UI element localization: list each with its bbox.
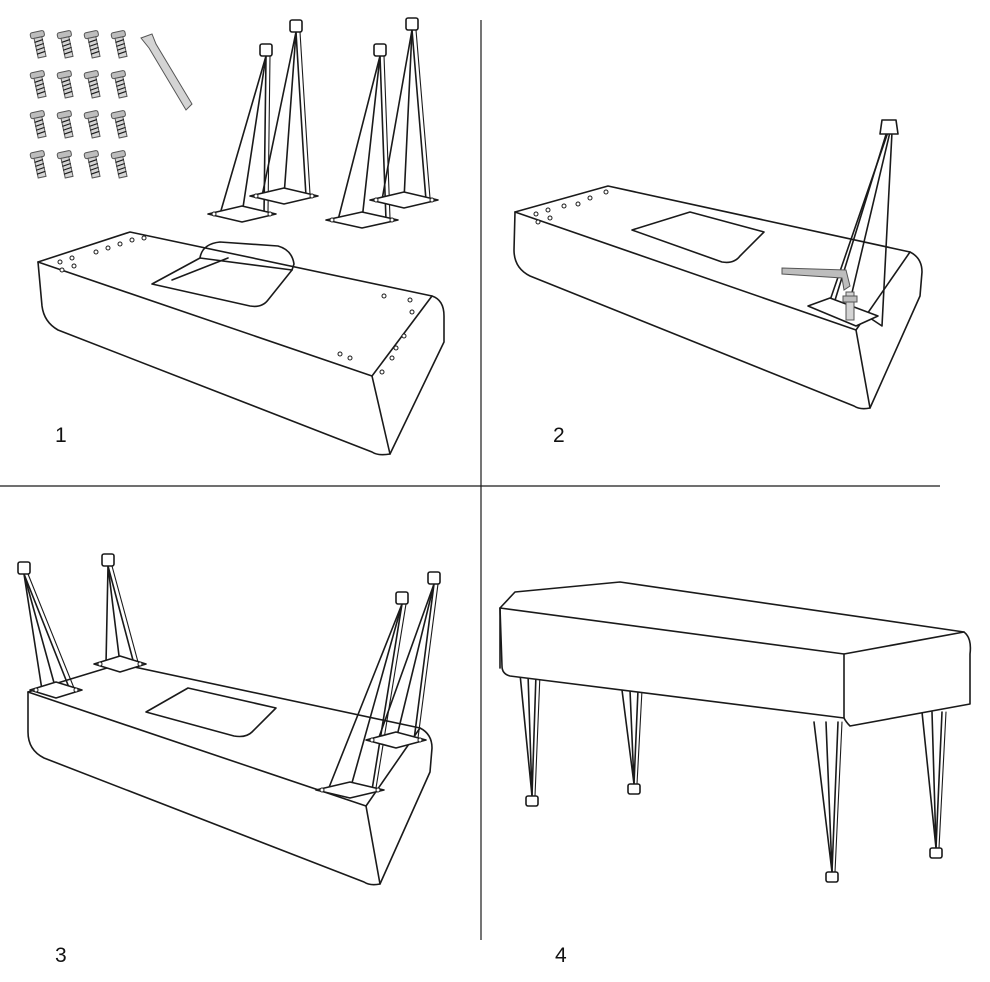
screw-icon [83,150,101,179]
screw-holes [533,189,609,225]
bench-legs [519,673,947,883]
screw-hole [105,245,111,251]
screw-hole [407,297,413,303]
step-number-4: 4 [555,944,567,967]
screw-hole [587,195,593,201]
hairpin-leg-icon [17,561,83,699]
screw-icon [110,30,128,59]
hairpin-leg-attached [807,119,899,327]
screw-hole [547,215,553,221]
screw-icon [110,70,128,99]
screw-hole [379,369,385,375]
screw-hole [603,189,609,195]
step-number-3: 3 [55,944,67,967]
screw-icon [29,30,47,59]
hairpin-leg-icon [249,19,319,205]
step-number-2: 2 [553,424,565,447]
screw-hole [71,263,77,269]
loose-legs [207,17,439,229]
screw-hole [389,355,395,361]
hex-key-icon [140,33,193,111]
screw-hole [141,235,147,241]
screw-hole [533,211,539,217]
screw-hole [401,333,407,339]
bench-icon [499,581,972,727]
screw-hole [129,237,135,243]
hairpin-leg-icon [621,689,643,795]
step-3-panel [17,553,441,886]
screw-icon [56,30,74,59]
screw-hole [59,267,65,273]
screw-icon [56,70,74,99]
hairpin-leg-icon [921,711,947,859]
screw-icon [83,30,101,59]
screw-holes [57,235,415,375]
hex-key-icon [781,267,858,321]
screw-icon [29,150,47,179]
screw-hole [337,351,343,357]
screw-icon [110,110,128,139]
screw-hole [535,219,541,225]
step-1-panel [29,17,445,456]
screw-hole [93,249,99,255]
screw-hole [117,241,123,247]
screw-icon [56,110,74,139]
hairpin-leg-icon [207,43,277,223]
screw-hole [347,355,353,361]
step-4-panel [499,581,972,883]
hairpin-leg-icon [813,721,843,883]
hairpin-leg-icon [325,43,399,229]
attached-legs [17,553,441,799]
screw-hole [409,309,415,315]
screw-icon [56,150,74,179]
bench-upside-down-step1 [37,231,445,456]
screw-hole [69,255,75,261]
bench-upside-down-step2 [513,185,923,410]
screw-hole [57,259,63,265]
screw-hole [545,207,551,213]
step-2-panel [513,119,923,410]
screw-icon [83,110,101,139]
screw-set [29,30,128,179]
screw-hole [561,203,567,209]
hairpin-leg-icon [519,673,541,807]
hairpin-leg-icon [369,17,439,209]
screw-icon [110,150,128,179]
hairpin-leg-icon [93,553,147,673]
screw-icon [29,110,47,139]
screw-icon [29,70,47,99]
hairpin-leg-icon [365,571,441,749]
screw-hole [381,293,387,299]
bench-upside-down-step3 [27,663,433,886]
screw-icon [83,70,101,99]
screw-hole [393,345,399,351]
screw-hole [575,201,581,207]
hairpin-leg-icon [315,591,409,799]
step-number-1: 1 [55,424,67,447]
